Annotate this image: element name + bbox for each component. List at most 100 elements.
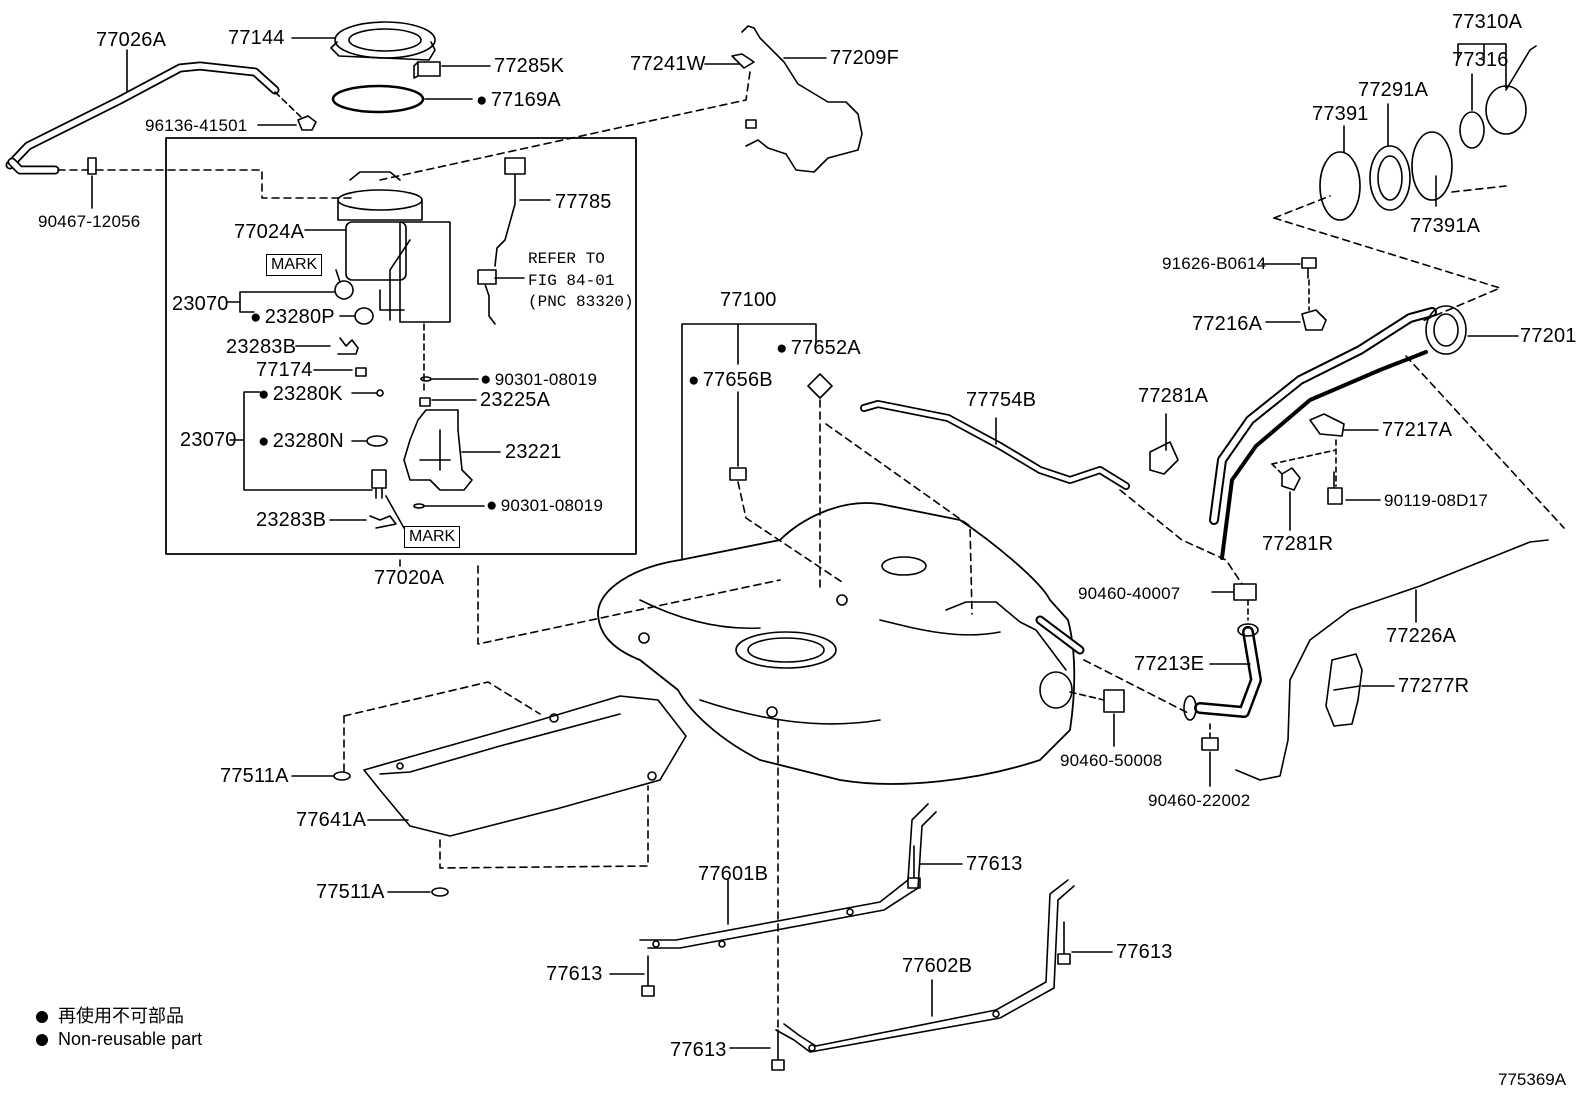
label-90301-08019-lower: 90301-08019 bbox=[486, 496, 603, 515]
clamp-77281A bbox=[1149, 413, 1179, 475]
label-23225A: 23225A bbox=[480, 389, 551, 411]
label-77020A: 77020A bbox=[374, 567, 445, 589]
bolt-77613d bbox=[771, 1029, 785, 1071]
dash-line bbox=[1273, 217, 1501, 323]
bolt-90119 bbox=[1327, 471, 1343, 505]
filter-23070 bbox=[334, 280, 354, 300]
bracket-77216A bbox=[1301, 309, 1327, 331]
fuel-tank-77100 bbox=[597, 502, 1085, 785]
label-90460-40007: 90460-40007 bbox=[1078, 584, 1181, 603]
bracket-77241W bbox=[731, 53, 755, 69]
ring-77291A bbox=[1369, 145, 1411, 211]
label-77100: 77100 bbox=[720, 289, 777, 311]
bolt-77613c bbox=[1057, 921, 1071, 965]
gasket-77169A bbox=[331, 84, 425, 114]
filler-pipe-77201 bbox=[1209, 305, 1467, 560]
clip-96136 bbox=[297, 115, 317, 131]
label-77174: 77174 bbox=[256, 359, 313, 381]
part-23225A bbox=[419, 397, 431, 407]
label-77281R: 77281R bbox=[1262, 533, 1334, 555]
o-ring-23280P bbox=[354, 307, 374, 325]
clamp-90460-22002 bbox=[1201, 737, 1219, 751]
label-77391: 77391 bbox=[1312, 103, 1369, 125]
label-77285K: 77285K bbox=[494, 55, 565, 77]
seal-77652A bbox=[807, 373, 833, 399]
connector-77285K bbox=[413, 61, 441, 79]
clamp-90460-50008 bbox=[1103, 689, 1125, 713]
dash-line bbox=[1069, 691, 1105, 701]
label-77391A: 77391A bbox=[1410, 215, 1481, 237]
label-77209F: 77209F bbox=[830, 47, 900, 69]
dash-line bbox=[1271, 439, 1337, 487]
label-90460-50008: 90460-50008 bbox=[1060, 751, 1163, 770]
label-77201: 77201 bbox=[1520, 325, 1577, 347]
hose-77213E bbox=[1183, 623, 1262, 721]
mark-box-lower: MARK bbox=[404, 526, 461, 548]
seal-77316 bbox=[1459, 111, 1485, 149]
label-77613-b: 77613 bbox=[966, 853, 1023, 875]
regulator bbox=[371, 469, 387, 499]
label-77511A-upper: 77511A bbox=[220, 765, 289, 787]
vent-hose-77026A bbox=[5, 61, 280, 175]
legend: 再使用不可部品 Non-reusable part bbox=[36, 1005, 202, 1052]
label-77656B: 77656B bbox=[688, 370, 773, 390]
clamp-90460-40007 bbox=[1233, 583, 1257, 601]
label-77613-d: 77613 bbox=[670, 1039, 727, 1061]
dash-line bbox=[1273, 185, 1507, 219]
label-77277R: 77277R bbox=[1398, 675, 1470, 697]
label-77026A: 77026A bbox=[96, 29, 167, 51]
pump-assembly-frame bbox=[165, 137, 637, 555]
label-91626-B0614: 91626-B0614 bbox=[1162, 254, 1267, 273]
label-23280K: 23280K bbox=[258, 384, 343, 404]
label-77310A: 77310A bbox=[1452, 11, 1523, 33]
bolt-77613b bbox=[907, 845, 921, 889]
dash-line bbox=[1083, 659, 1191, 715]
label-77216A: 77216A bbox=[1192, 313, 1263, 335]
gasket-77391 bbox=[1319, 151, 1361, 221]
strap-77602B bbox=[775, 879, 1075, 1053]
dash-line bbox=[1119, 489, 1243, 585]
sleeve-77277R bbox=[1325, 653, 1363, 727]
label-77281A: 77281A bbox=[1138, 385, 1209, 407]
gasket-77391A bbox=[1411, 131, 1453, 201]
non-reusable-dot-icon bbox=[36, 1034, 48, 1047]
sender-wire-77209F bbox=[741, 25, 863, 173]
label-77226A: 77226A bbox=[1386, 625, 1457, 647]
label-77316: 77316 bbox=[1452, 49, 1509, 71]
label-90460-22002: 90460-22002 bbox=[1148, 791, 1251, 810]
legend-jp-text: 再使用不可部品 bbox=[58, 1006, 184, 1026]
bracket-77310A bbox=[1457, 43, 1507, 89]
label-77213E: 77213E bbox=[1134, 653, 1205, 675]
dash-line bbox=[274, 91, 303, 119]
label-77754B: 77754B bbox=[966, 389, 1037, 411]
bolt-77613a bbox=[641, 955, 655, 997]
label-77613-a: 77613 bbox=[546, 963, 603, 985]
clip-77281R bbox=[1281, 467, 1301, 491]
label-77169A: 77169A bbox=[476, 90, 561, 110]
legend-item-jp: 再使用不可部品 bbox=[36, 1005, 202, 1028]
plug-77656B bbox=[729, 467, 747, 481]
o-ring-90301b bbox=[413, 503, 425, 509]
lead-line bbox=[335, 269, 341, 283]
dash-line bbox=[477, 565, 781, 645]
label-77024A: 77024A bbox=[234, 221, 305, 243]
label-23280N: 23280N bbox=[258, 431, 344, 451]
label-77641A: 77641A bbox=[296, 809, 367, 831]
dash-line bbox=[343, 681, 541, 717]
clip-23283Bb bbox=[369, 515, 397, 529]
label-77217A: 77217A bbox=[1382, 419, 1453, 441]
label-23070-upper: 23070 bbox=[172, 293, 229, 315]
label-23070-lower: 23070 bbox=[180, 429, 237, 451]
label-77652A: 77652A bbox=[776, 338, 861, 358]
protector-77641A bbox=[363, 695, 687, 837]
label-23221: 23221 bbox=[505, 441, 562, 463]
label-77241W: 77241W bbox=[630, 53, 706, 75]
o-ring-90301a bbox=[420, 376, 432, 382]
dash-line bbox=[1271, 463, 1283, 475]
o-ring-23280K bbox=[376, 389, 384, 397]
label-77785: 77785 bbox=[555, 191, 612, 213]
dash-line bbox=[379, 71, 751, 181]
label-77602B: 77602B bbox=[902, 955, 973, 977]
tank-callout-bracket bbox=[681, 323, 817, 561]
